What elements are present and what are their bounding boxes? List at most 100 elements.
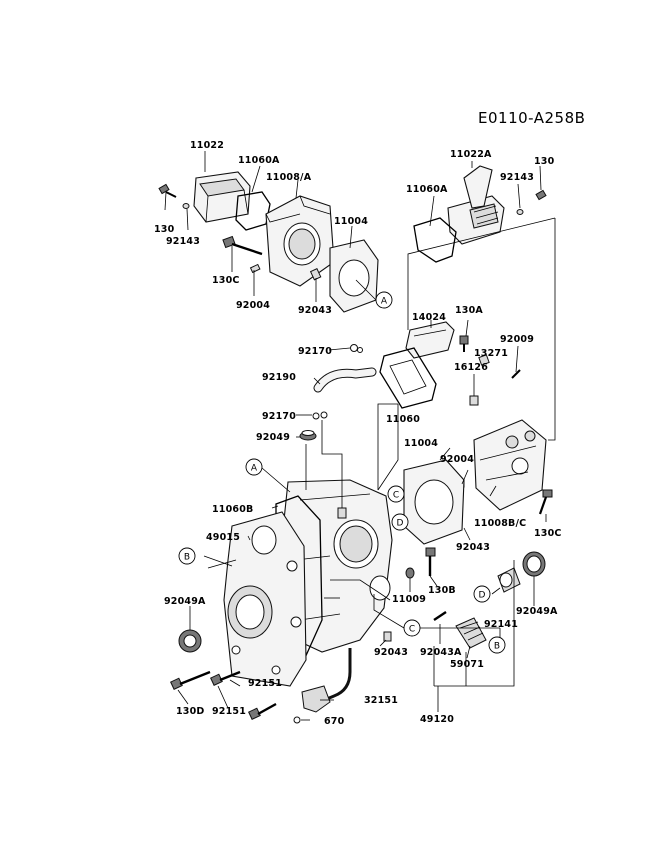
part-label: 92004 — [236, 300, 270, 311]
part-label: 130C — [212, 275, 240, 286]
callout-c-1: C — [387, 485, 405, 503]
part-label: 16126 — [454, 362, 488, 373]
part-label: 130B — [428, 585, 456, 596]
spacer-13271 — [478, 354, 490, 366]
part-label: 92141 — [484, 619, 518, 630]
part-label: 92143 — [500, 172, 534, 183]
bolt-130c-rear — [222, 235, 263, 256]
part-label: 11009 — [392, 594, 426, 605]
svg-text:B: B — [184, 553, 190, 563]
svg-text:D: D — [397, 519, 404, 529]
pin-92043a — [433, 611, 447, 621]
callout-d-1: D — [391, 513, 409, 531]
gasket-11060a-front — [413, 217, 457, 263]
bushing-92141 — [497, 567, 521, 593]
gasket-11004-front — [403, 459, 465, 545]
dowel-92043-rear — [309, 268, 322, 281]
bolt-130d — [170, 670, 211, 690]
part-label: 11008B/C — [474, 518, 526, 529]
part-label: 11022 — [190, 140, 224, 151]
rocker-cover-rear — [193, 171, 251, 223]
part-label: 14024 — [412, 312, 446, 323]
part-label: 11004 — [404, 438, 438, 449]
gasket-11060 — [379, 347, 437, 409]
part-label: 130A — [455, 305, 483, 316]
part-label: 11004 — [334, 216, 368, 227]
clamp-92170-a — [350, 344, 363, 353]
washer-92143-front — [516, 209, 524, 215]
dowel-92043-bottom — [383, 631, 392, 642]
seal-92049 — [299, 430, 317, 441]
part-label: 670 — [324, 716, 345, 727]
crankcase-cover-49015 — [223, 511, 307, 687]
seal-92049a-left — [178, 629, 202, 653]
bolt-130c-front — [538, 489, 553, 515]
part-label: 92049A — [164, 596, 206, 607]
bolt-92151-b — [248, 702, 277, 720]
clamp-92170-b — [312, 411, 328, 420]
part-label: 49015 — [206, 532, 240, 543]
part-label: 11060A — [406, 184, 448, 195]
cylinder-11008bc — [473, 419, 547, 511]
part-label: 59071 — [450, 659, 484, 670]
oring-670 — [293, 716, 301, 724]
part-label: 92190 — [262, 372, 296, 383]
part-label: 92170 — [298, 346, 332, 357]
callout-d-2: D — [473, 585, 491, 603]
part-label: 11060B — [212, 504, 254, 515]
tube-32151 — [309, 648, 352, 708]
part-label: 130 — [534, 156, 555, 167]
callout-b-1: B — [178, 547, 196, 565]
part-label: 92009 — [500, 334, 534, 345]
callout-a-2: A — [245, 458, 263, 476]
crankcase — [283, 479, 393, 653]
part-label: 11008/A — [266, 172, 312, 183]
part-label: 92049A — [516, 606, 558, 617]
part-label: 49120 — [420, 714, 454, 725]
bolt-130-rear — [158, 183, 177, 198]
bolt-130-front — [535, 189, 547, 201]
strainer-59071 — [455, 617, 487, 649]
callout-a-1: A — [375, 291, 393, 309]
part-label: 92143 — [166, 236, 200, 247]
part-label: 92170 — [262, 411, 296, 422]
diagram-code: E0110-A258B — [478, 109, 585, 127]
part-label: 92043 — [298, 305, 332, 316]
part-label: 92043 — [374, 647, 408, 658]
cover-14024 — [405, 321, 455, 359]
part-label: 130D — [176, 706, 205, 717]
bolt-92151-a — [210, 670, 241, 686]
part-label: 92049 — [256, 432, 290, 443]
part-label: 130C — [534, 528, 562, 539]
svg-text:C: C — [393, 491, 399, 501]
pin-92009 — [511, 369, 521, 379]
gasket-11060a-rear — [235, 191, 271, 231]
svg-text:A: A — [381, 297, 388, 307]
callout-c-2: C — [403, 619, 421, 637]
part-label: 92151 — [248, 678, 282, 689]
leader-lines — [164, 151, 556, 721]
seal-11009 — [405, 567, 415, 579]
svg-text:A: A — [251, 464, 258, 474]
svg-text:B: B — [494, 642, 500, 652]
part-label: 92004 — [440, 454, 474, 465]
washer-92143-rear — [182, 203, 190, 209]
bolt-130a — [459, 335, 469, 352]
rocker-cover-front — [447, 165, 505, 245]
seal-92049a-right — [522, 551, 546, 577]
bushing-16126 — [469, 395, 479, 406]
part-label: 32151 — [364, 695, 398, 706]
part-label: 11060 — [386, 414, 420, 425]
cylinder-11008a — [265, 195, 335, 287]
part-label: 11022A — [450, 149, 492, 160]
part-label: 92043A — [420, 647, 462, 658]
part-label: 130 — [154, 224, 175, 235]
svg-text:D: D — [479, 591, 486, 601]
svg-text:C: C — [409, 625, 415, 635]
gasket-11004-rear — [329, 239, 379, 313]
part-label: 92151 — [212, 706, 246, 717]
callout-b-2: B — [488, 636, 506, 654]
dowel-92004-rear — [249, 263, 261, 274]
part-label: 11060A — [238, 155, 280, 166]
